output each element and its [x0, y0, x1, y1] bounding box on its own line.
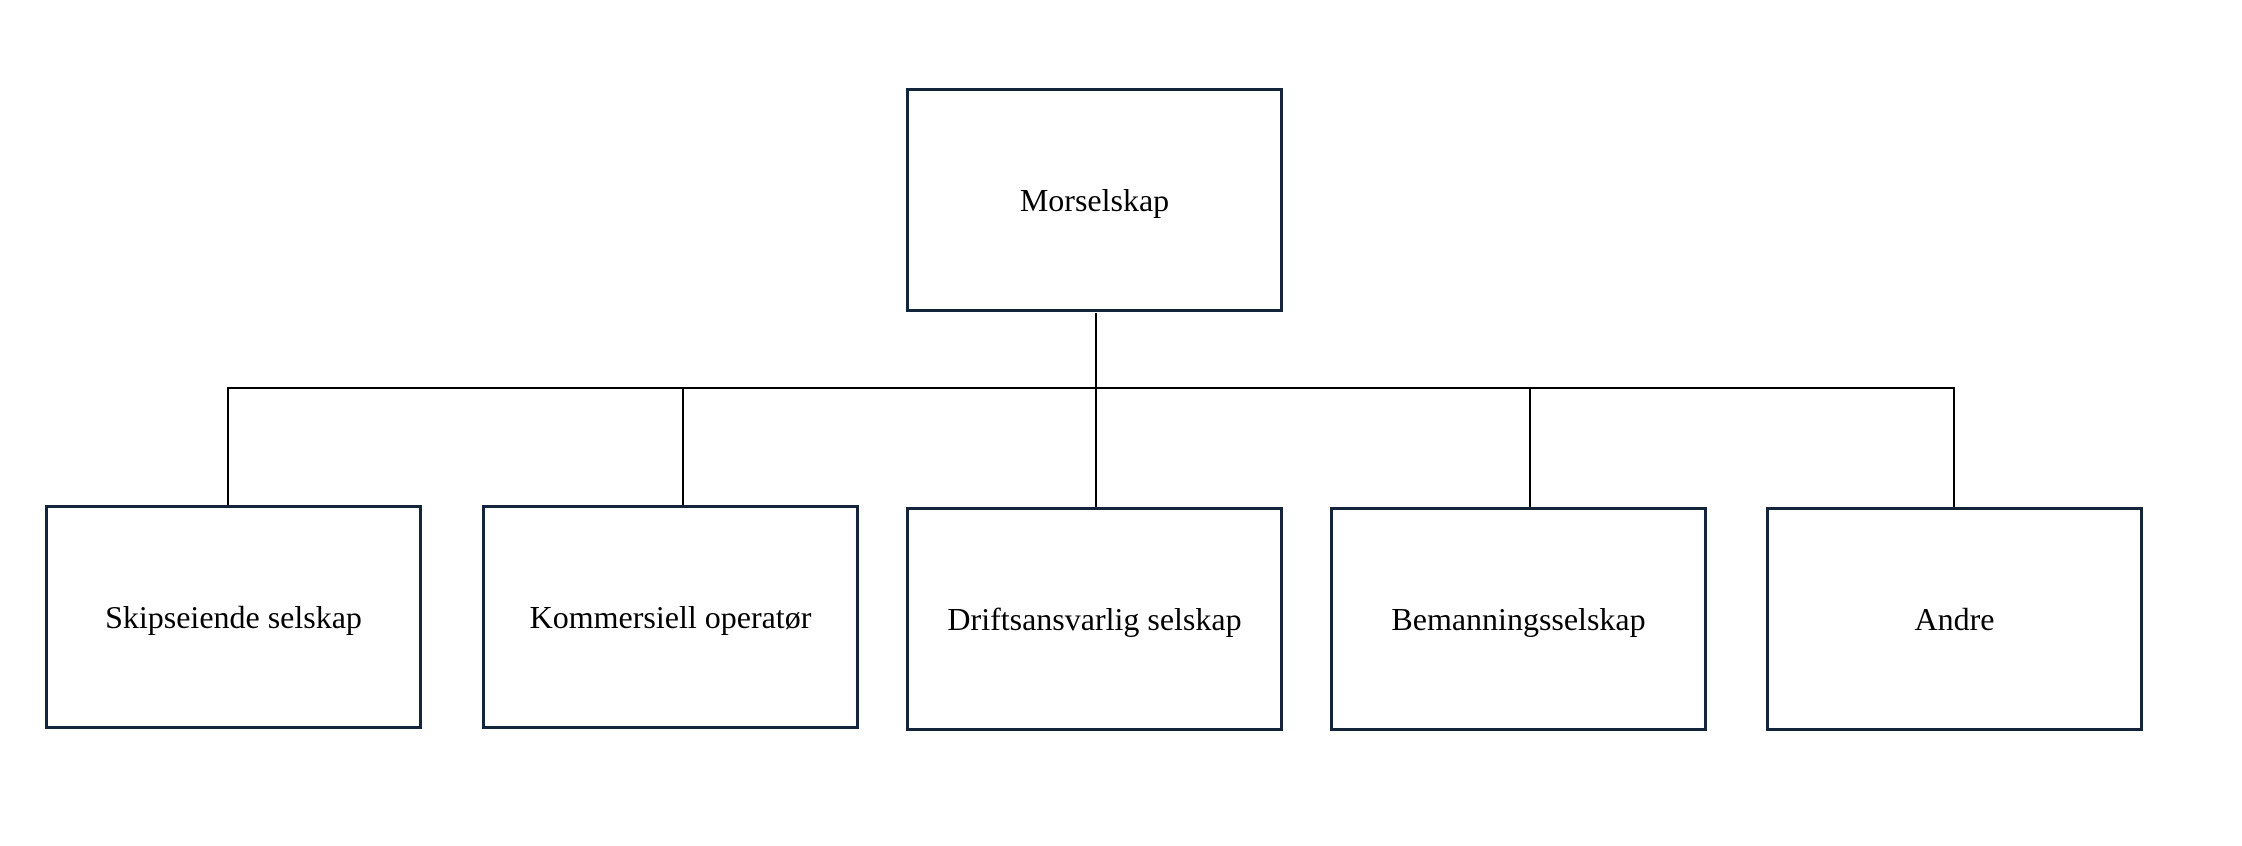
node-label: Driftsansvarlig selskap [947, 600, 1242, 637]
node-label: Skipseiende selskap [105, 598, 362, 635]
node-driftsansvarlig-selskap: Driftsansvarlig selskap [906, 507, 1283, 731]
node-label: Bemanningsselskap [1391, 600, 1646, 637]
node-label: Andre [1914, 600, 1995, 637]
connector-child-2 [682, 387, 684, 507]
node-andre: Andre [1766, 507, 2143, 731]
connector-child-1 [227, 387, 229, 507]
connector-child-5 [1953, 387, 1955, 509]
node-bemanningsselskap: Bemanningsselskap [1330, 507, 1707, 731]
node-kommersiell-operator: Kommersiell operatør [482, 505, 859, 729]
node-skipseiende-selskap: Skipseiende selskap [45, 505, 422, 729]
node-label: Kommersiell operatør [529, 598, 812, 635]
connector-horizontal-bus [227, 387, 1954, 389]
node-label: Morselskap [1019, 181, 1170, 218]
connector-root-down [1095, 313, 1097, 389]
connector-child-3 [1095, 387, 1097, 509]
node-morselskap: Morselskap [906, 88, 1283, 312]
connector-child-4 [1529, 387, 1531, 509]
